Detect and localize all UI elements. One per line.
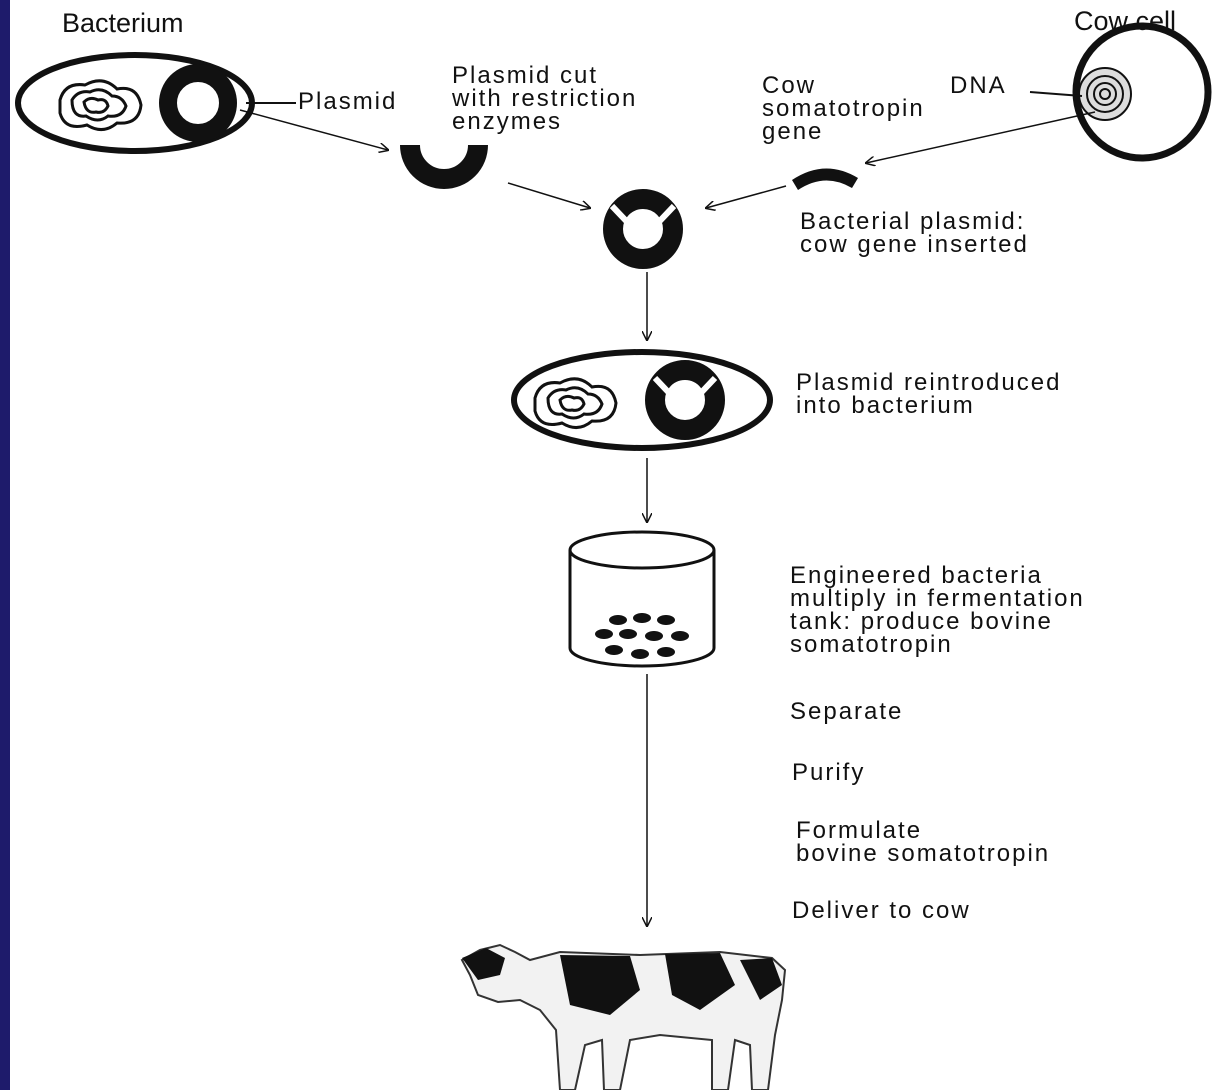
cow-dna-nucleus-icon: [1078, 67, 1132, 121]
cut-plasmid-icon: [400, 144, 488, 189]
deliver-label: Deliver to cow: [792, 897, 971, 924]
recombinant-plasmid-icon: [603, 189, 683, 269]
separate-label: Separate: [790, 698, 904, 725]
transformed-bacterium: [511, 349, 773, 451]
cow-cell-label: Cow cell: [1074, 6, 1177, 36]
bacterial-plasmid-label: Bacterial plasmid: cow gene inserted: [800, 208, 1029, 258]
bacterium-cell: [15, 52, 296, 154]
plasmid-ring-icon: [159, 64, 237, 142]
arrow-gene-to-recombinant: [706, 185, 787, 208]
cow-cell: [1029, 22, 1212, 162]
fermentation-tank-icon: [568, 530, 716, 668]
bacterial-chromosome-icon: [58, 79, 143, 131]
reintroduced-label: Plasmid reintroduced into bacterium: [796, 369, 1062, 419]
plasmid-cut-label: Plasmid cut with restriction enzymes: [452, 62, 638, 135]
arrow-plasmid-to-recombinant: [507, 182, 590, 208]
purify-label: Purify: [792, 759, 866, 786]
formulate-label: Formulate bovine somatotropin: [796, 817, 1051, 867]
dna-label: DNA: [950, 72, 1007, 99]
cow-gene-label: Cow somatotropin gene: [762, 72, 925, 145]
plasmid-label: Plasmid: [298, 88, 398, 115]
arrow-to-cut-plasmid: [239, 109, 388, 150]
engineered-label: Engineered bacteria multiply in fermenta…: [790, 562, 1085, 658]
gene-fragment-icon: [792, 168, 858, 190]
bacterium-label: Bacterium: [62, 8, 184, 38]
arrow-to-gene-fragment: [866, 111, 1096, 163]
cow-icon: [460, 943, 787, 1090]
